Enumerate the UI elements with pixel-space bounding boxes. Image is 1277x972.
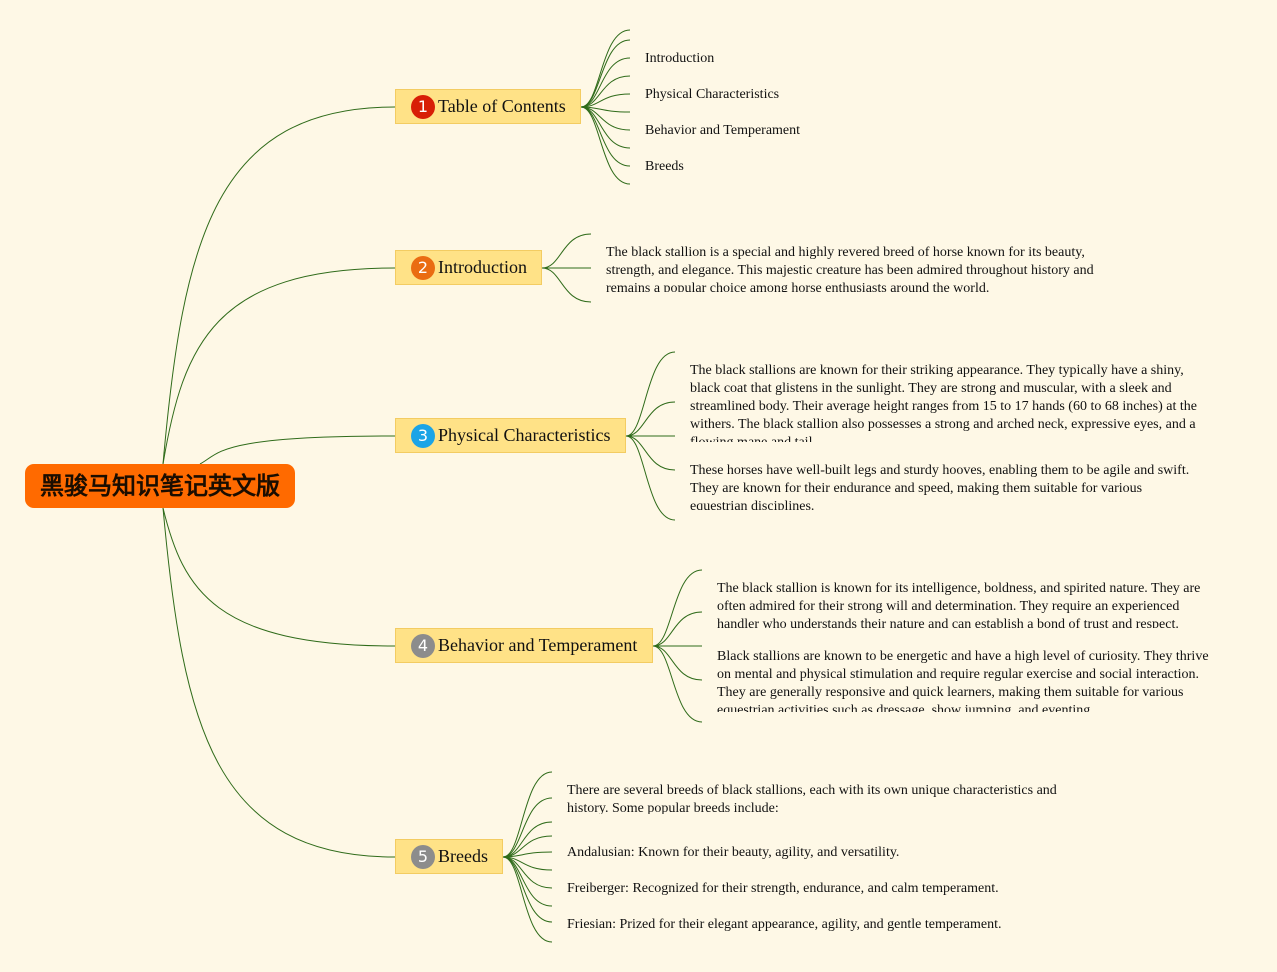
connector-line (502, 856, 553, 943)
subtopic-breed-andalusian[interactable]: Andalusian: Known for their beauty, agil… (567, 845, 900, 860)
connector-line (652, 569, 703, 647)
topic-label: Behavior and Temperament (438, 635, 638, 655)
connector-line (162, 507, 396, 858)
topic-label: Introduction (438, 257, 527, 277)
subtopic-toc-physical-characteristics[interactable]: Physical Characteristics (645, 87, 780, 102)
connector-line (580, 75, 631, 108)
connector-line (199, 435, 396, 465)
topic-label: Table of Contents (438, 96, 566, 116)
number-badge-icon: 5 (411, 845, 435, 869)
connector-line (541, 233, 592, 269)
connector-line (162, 267, 396, 465)
connector-line (580, 39, 631, 108)
topic-label: Physical Characteristics (438, 425, 611, 445)
topic-behavior-and-temperament[interactable]: 4 Behavior and Temperament (395, 628, 653, 663)
connector-line (580, 106, 631, 149)
number-badge-icon: 1 (411, 95, 435, 119)
root-topic[interactable]: 黑骏马知识笔记英文版 (25, 464, 295, 508)
topic-physical-characteristics[interactable]: 3 Physical Characteristics (395, 418, 626, 453)
connector-line (625, 435, 676, 471)
subtopic-toc-behavior-and-temperament[interactable]: Behavior and Temperament (645, 123, 801, 138)
topic-table-of-contents[interactable]: 1 Table of Contents (395, 89, 581, 124)
connector-line (162, 106, 396, 465)
subtopic-behavior-energy[interactable]: Black stallions are known to be energeti… (717, 649, 1209, 712)
connector-line (162, 507, 396, 647)
connector-line (502, 797, 553, 858)
connector-line (652, 645, 703, 681)
number-badge-icon: 2 (411, 256, 435, 280)
topic-breeds[interactable]: 5 Breeds (395, 839, 503, 874)
subtopic-breed-freiberger[interactable]: Freiberger: Recognized for their strengt… (567, 881, 999, 896)
connector-line (502, 771, 553, 858)
subtopic-breeds-overview[interactable]: There are several breeds of black stalli… (567, 783, 1057, 814)
subtopic-toc-introduction[interactable]: Introduction (645, 51, 715, 66)
number-badge-icon: 3 (411, 424, 435, 448)
subtopic-toc-breeds[interactable]: Breeds (645, 159, 684, 174)
connector-line (625, 351, 676, 437)
connector-line (580, 106, 631, 185)
subtopic-behavior-intelligence[interactable]: The black stallion is known for its inte… (717, 581, 1201, 628)
connector-line (625, 435, 676, 521)
subtopic-physical-appearance[interactable]: The black stallions are known for their … (690, 363, 1197, 442)
topic-introduction[interactable]: 2 Introduction (395, 250, 542, 285)
connector-line (652, 611, 703, 647)
connector-line (541, 267, 592, 303)
number-badge-icon: 4 (411, 634, 435, 658)
subtopic-physical-legs-hooves[interactable]: These horses have well-built legs and st… (690, 463, 1190, 510)
connector-line (652, 645, 703, 723)
subtopic-introduction-text[interactable]: The black stallion is a special and high… (606, 245, 1094, 292)
subtopic-breed-friesian[interactable]: Friesian: Prized for their elegant appea… (567, 917, 1002, 932)
topic-label: Breeds (438, 846, 488, 866)
connector-line (625, 401, 676, 437)
